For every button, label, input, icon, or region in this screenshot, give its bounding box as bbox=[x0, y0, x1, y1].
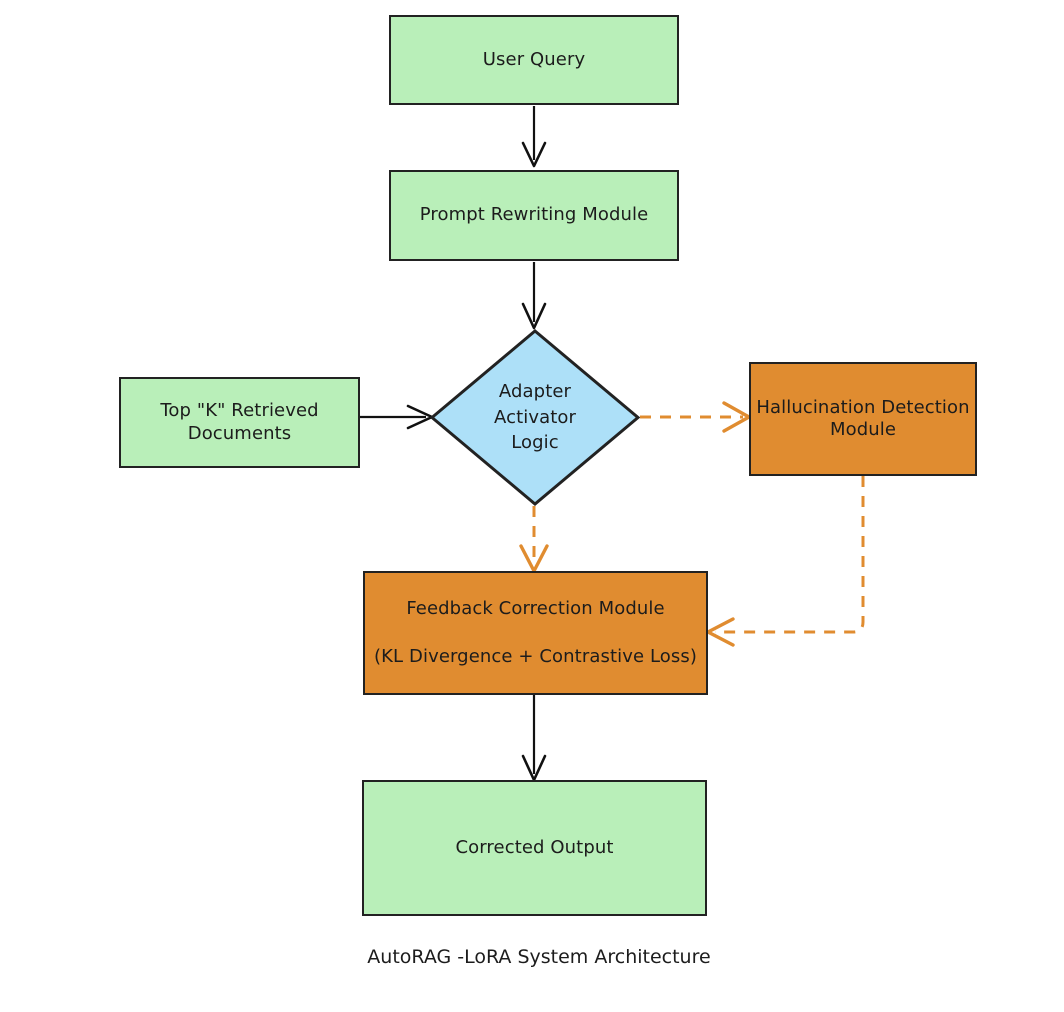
node-corrected-output[interactable]: Corrected Output bbox=[362, 780, 707, 916]
diagram-caption: AutoRAG -LoRA System Architecture bbox=[367, 946, 711, 968]
edge-adapter-to-hallucination bbox=[640, 401, 751, 433]
node-top-k-retrieved-documents[interactable]: Top "K" Retrieved Documents bbox=[119, 377, 360, 468]
diamond-shape bbox=[430, 329, 640, 506]
node-corrected-output-label: Corrected Output bbox=[455, 836, 614, 858]
topk-label-line-1: Top "K" Retrieved bbox=[160, 400, 319, 421]
node-adapter-activator-logic-label: Adapter Activator Logic bbox=[494, 379, 576, 456]
edge-topk-to-adapter bbox=[360, 404, 434, 430]
topk-label-line-2: Documents bbox=[187, 422, 292, 444]
node-adapter-activator-logic[interactable]: Adapter Activator Logic bbox=[430, 329, 640, 506]
node-hallucination-detection-module[interactable]: Hallucination Detection Module bbox=[749, 362, 977, 476]
node-user-query[interactable]: User Query bbox=[389, 15, 679, 105]
adapter-label-line-3: Logic bbox=[511, 432, 559, 454]
node-prompt-rewriting-module[interactable]: Prompt Rewriting Module bbox=[389, 170, 679, 261]
edge-user-query-to-prompt-rewriting bbox=[521, 106, 547, 168]
adapter-label-line-1: Adapter bbox=[498, 381, 572, 403]
adapter-label-line-2: Activator bbox=[493, 406, 576, 428]
feedback-label-line-1: Feedback Correction Module bbox=[406, 598, 665, 619]
edge-prompt-rewriting-to-adapter bbox=[521, 262, 547, 330]
node-feedback-correction-module[interactable]: Feedback Correction Module (KL Divergenc… bbox=[363, 571, 708, 695]
feedback-label-line-2: (KL Divergence + Contrastive Loss) bbox=[374, 645, 697, 667]
edge-feedback-to-corrected-output bbox=[521, 695, 547, 782]
hallucination-label-line-1: Hallucination Detection bbox=[756, 396, 970, 418]
hallucination-label-line-2: Module bbox=[829, 419, 897, 440]
node-prompt-rewriting-module-label: Prompt Rewriting Module bbox=[419, 204, 649, 226]
edge-adapter-to-feedback bbox=[519, 506, 549, 573]
node-user-query-label: User Query bbox=[482, 48, 586, 70]
edge-hallucination-to-feedback bbox=[706, 476, 865, 647]
